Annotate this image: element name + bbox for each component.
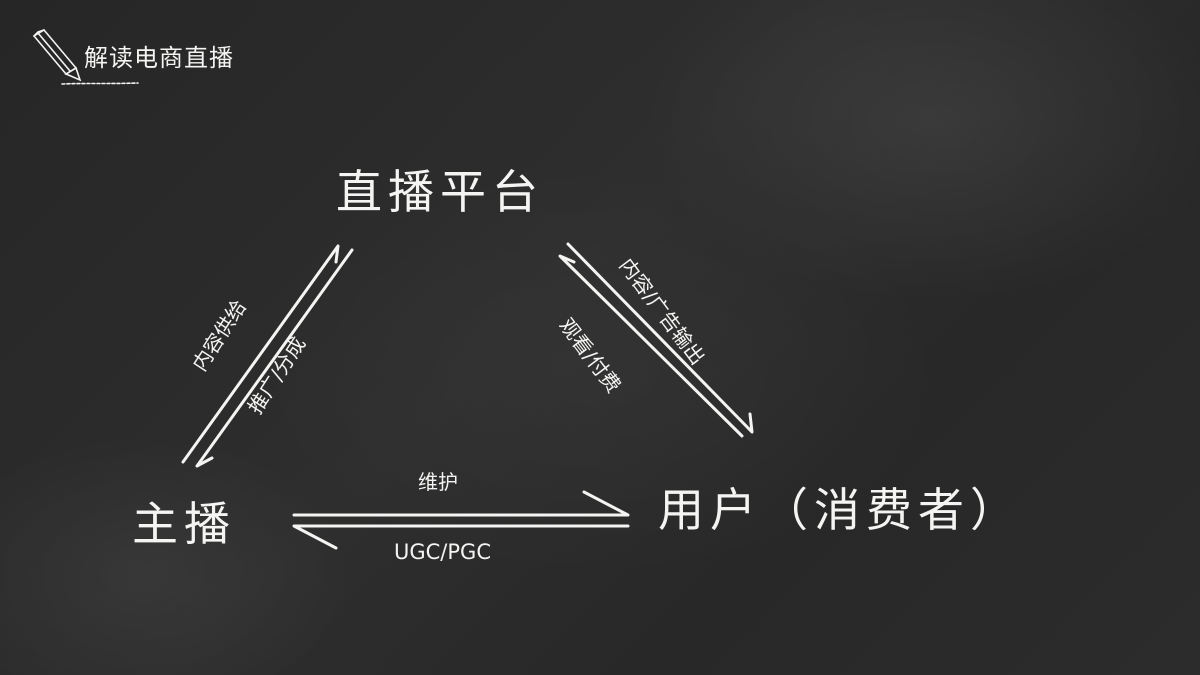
arrow-anchor-to-user: [292, 490, 630, 517]
arrow-anchor-to-platform: [181, 244, 340, 464]
arrow-platform-to-user: [566, 242, 754, 434]
label-ugc-pgc: UGC/PGC: [394, 540, 491, 564]
label-maintain: 维护: [418, 470, 458, 494]
node-anchor: 主播: [132, 497, 236, 551]
arrow-platform-to-anchor: [195, 248, 354, 468]
node-live-platform: 直播平台: [336, 165, 544, 219]
arrow-user-to-anchor: [292, 524, 630, 550]
pencil-icon: [32, 28, 139, 85]
arrow-user-to-platform: [558, 254, 744, 438]
node-user: 用户（消费者）: [658, 483, 1022, 537]
header-title: 解读电商直播: [84, 44, 234, 72]
